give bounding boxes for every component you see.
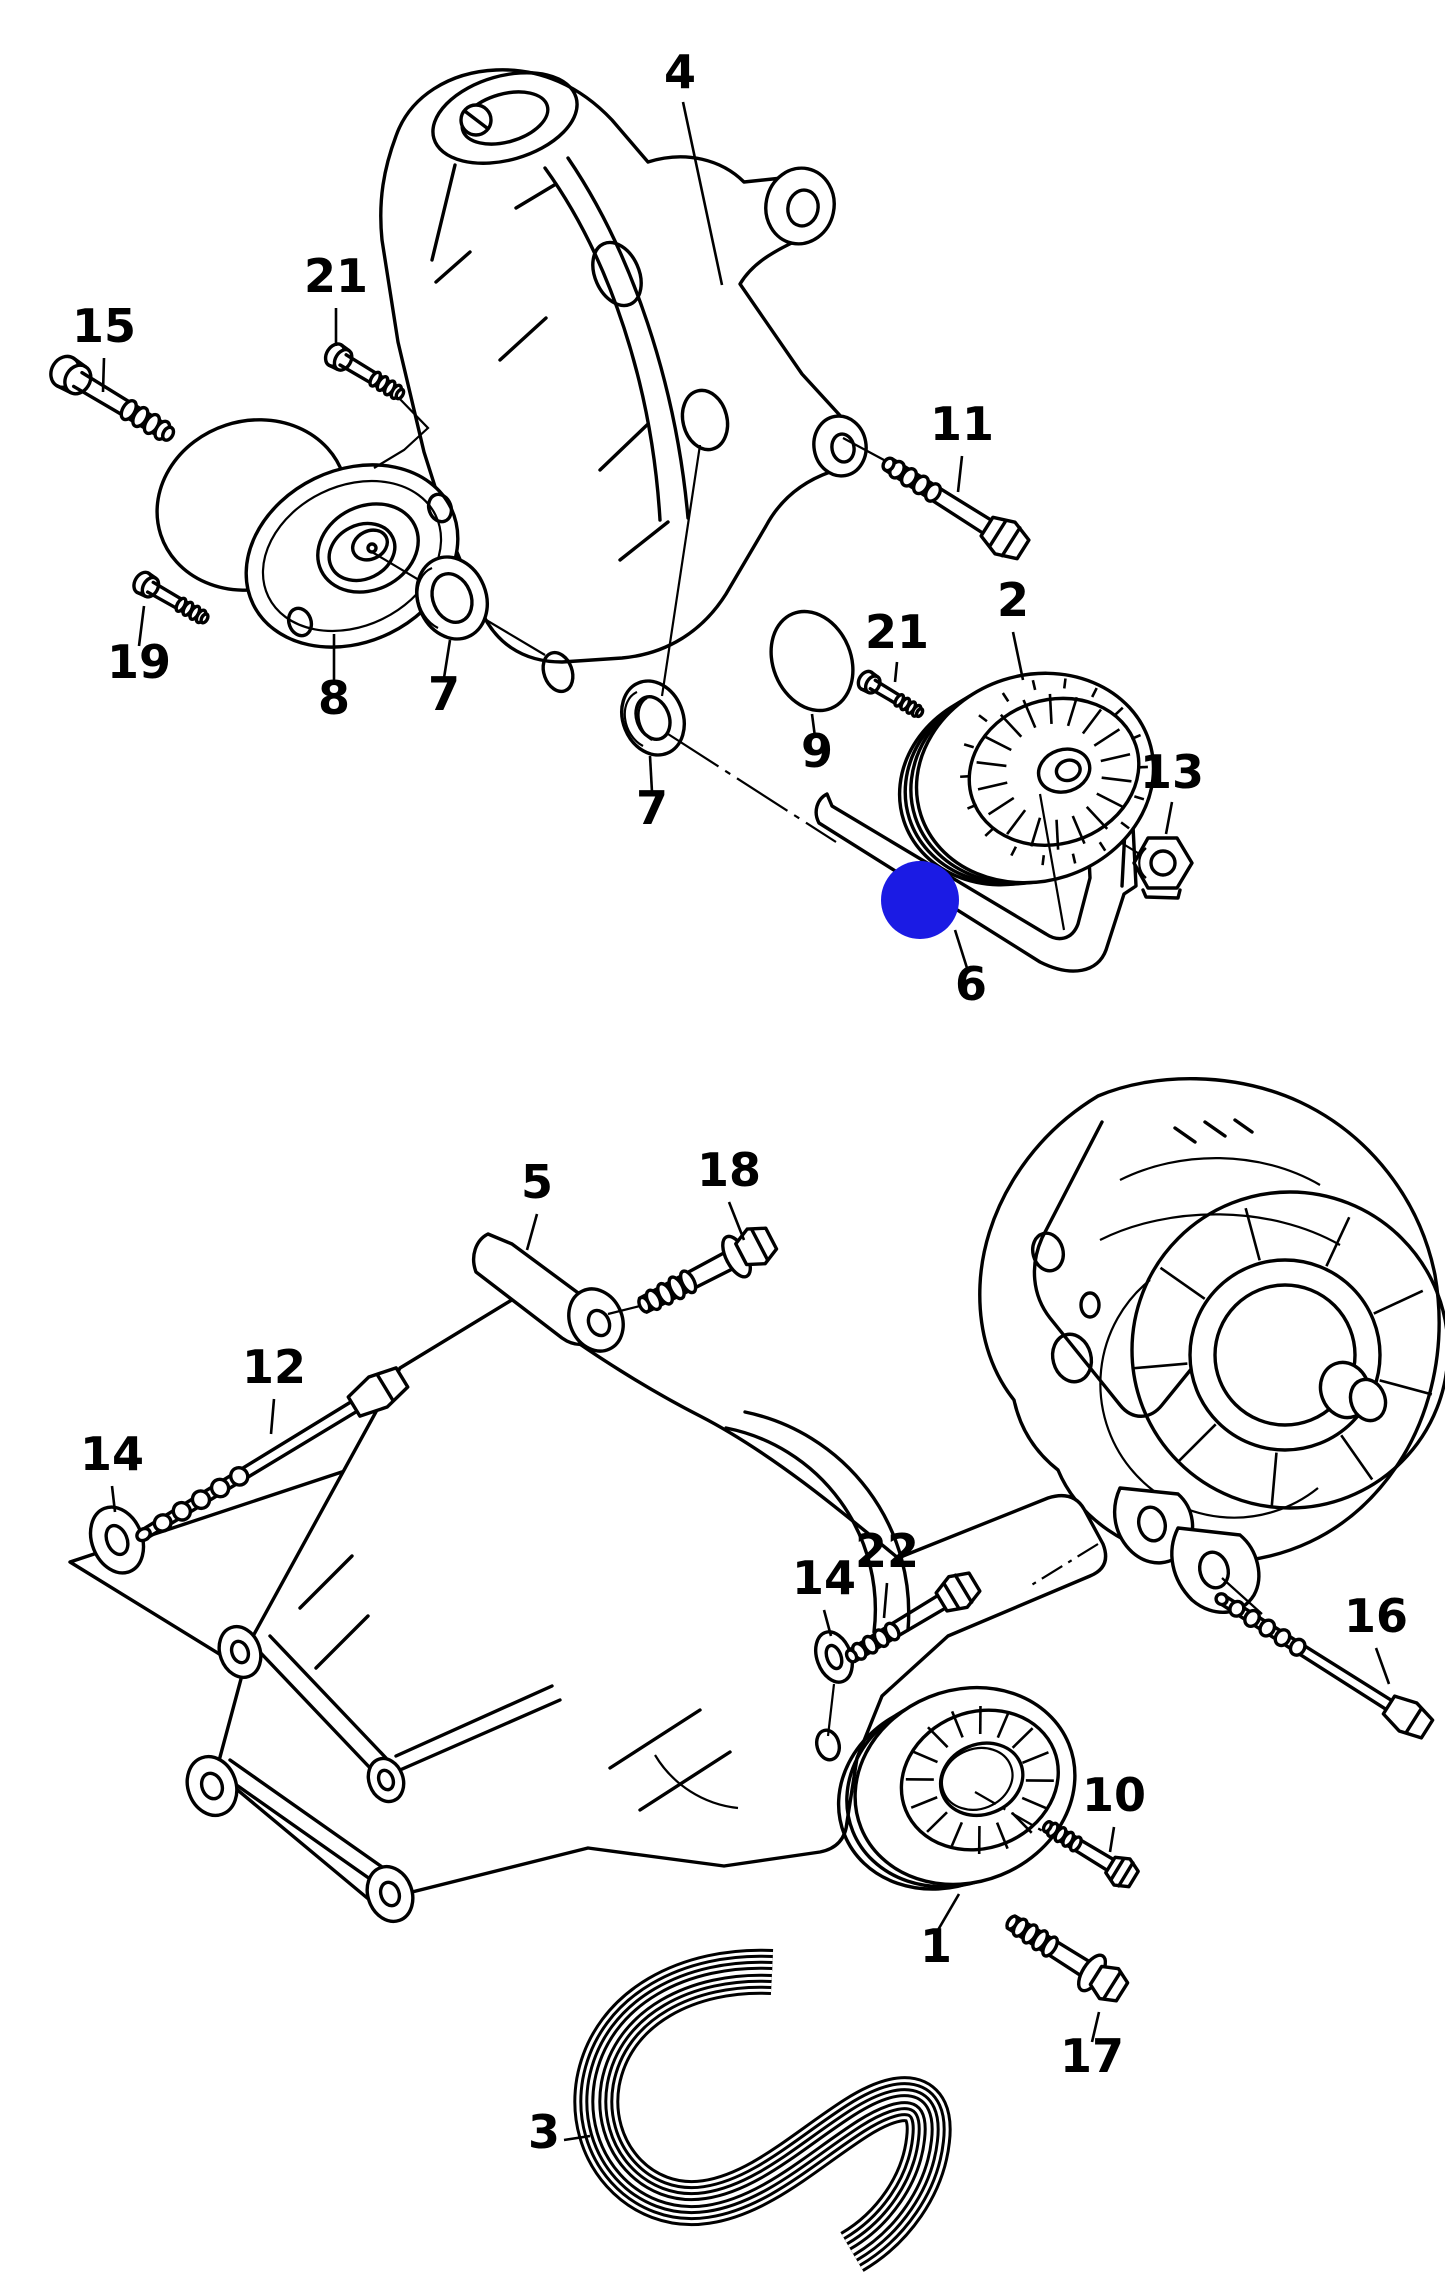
alternator: [980, 1079, 1445, 1614]
leader-line-7: [444, 640, 450, 678]
leader-line-17: [1092, 2012, 1099, 2042]
part-label-21: 21: [304, 249, 368, 303]
leader-line-18: [729, 1202, 744, 1240]
part-label-18: 18: [697, 1143, 761, 1197]
part-label-11: 11: [930, 397, 994, 451]
pulley-axis-leader: [1040, 794, 1064, 930]
leader-line-22: [884, 1583, 887, 1618]
lower-assembly-figure: [70, 1079, 1445, 2252]
part-label-3: 3: [528, 2105, 560, 2159]
bolt-part10: [1035, 1810, 1144, 1894]
mounting-bracket-part4: [381, 57, 871, 695]
part-label-5: 5: [521, 1155, 553, 1209]
bolt-part21-left: [320, 339, 411, 408]
bracket-right-boss: [759, 162, 841, 250]
tensioner-spring-spiral: [303, 487, 433, 608]
part-label-7: 7: [428, 667, 460, 721]
leader-line-5: [527, 1214, 537, 1250]
highlight-dot[interactable]: [881, 861, 959, 939]
part-label-13: 13: [1140, 745, 1204, 799]
bolt-part17: [998, 1903, 1133, 2008]
part-label-1: 1: [920, 1919, 952, 1973]
bracket-web-hole: [676, 386, 733, 455]
leader-line-15: [103, 358, 104, 392]
mounting-bracket-part5: [179, 1234, 1105, 1928]
upper-assembly-figure: [45, 57, 1192, 971]
part-label-14: 14: [80, 1427, 144, 1481]
leader-line-14: [112, 1486, 115, 1512]
part-label-14: 14: [792, 1551, 856, 1605]
bracket-lower-boss: [809, 412, 871, 480]
washer-part7-upper: [405, 546, 500, 649]
part-label-16: 16: [1344, 1589, 1408, 1643]
leader-line-13: [1166, 802, 1172, 834]
leader-line-7: [650, 756, 652, 792]
part-label-7: 7: [636, 781, 668, 835]
leader-line-12: [271, 1399, 274, 1434]
part-label-21: 21: [865, 605, 929, 659]
leader-line-16: [1376, 1648, 1389, 1684]
tensioner-pulley-part2: [872, 643, 1181, 919]
hex-nut-part13: [1134, 838, 1192, 898]
bolt-part15: [45, 351, 180, 450]
sealing-cap-part9: [757, 599, 868, 723]
part-label-19: 19: [107, 635, 171, 689]
bolt-part18: [630, 1219, 781, 1326]
idler-pulley-part1: [809, 1655, 1105, 1924]
leader-line-2: [1013, 632, 1023, 680]
leader-line-3: [564, 2136, 590, 2140]
leader-line-1: [938, 1894, 959, 1930]
leader-line-14: [824, 1610, 831, 1636]
part-label-8: 8: [318, 671, 350, 725]
part-label-22: 22: [855, 1524, 919, 1578]
leader-line-6: [955, 930, 967, 968]
leader-line-11: [958, 456, 962, 492]
bolt-part11: [843, 438, 1033, 565]
part-label-6: 6: [955, 957, 987, 1011]
part-label-12: 12: [242, 1340, 306, 1394]
ribbed-belt-part3: [596, 1972, 928, 2252]
belt-tensioner-part8: [135, 395, 545, 681]
part-label-2: 2: [997, 573, 1029, 627]
part-label-17: 17: [1060, 2029, 1124, 2083]
part-label-9: 9: [801, 724, 833, 778]
part-label-4: 4: [664, 45, 696, 99]
bracket-oval-hole: [583, 235, 650, 313]
part-label-15: 15: [72, 299, 136, 353]
bolt-part21-right: [853, 667, 928, 724]
leader-line-4: [683, 102, 722, 285]
leader-line-19: [139, 606, 144, 646]
pulley1-axis-dashdot: [975, 1792, 1046, 1833]
leader-line-21: [895, 662, 897, 682]
part-label-10: 10: [1082, 1768, 1146, 1822]
alternator-face-ribs: [1134, 1208, 1432, 1506]
leader-line-10: [1110, 1827, 1114, 1852]
bracket-top-slot: [422, 57, 587, 179]
leader-line-9: [812, 714, 815, 737]
seal-ring-part7-lower: [611, 445, 836, 842]
